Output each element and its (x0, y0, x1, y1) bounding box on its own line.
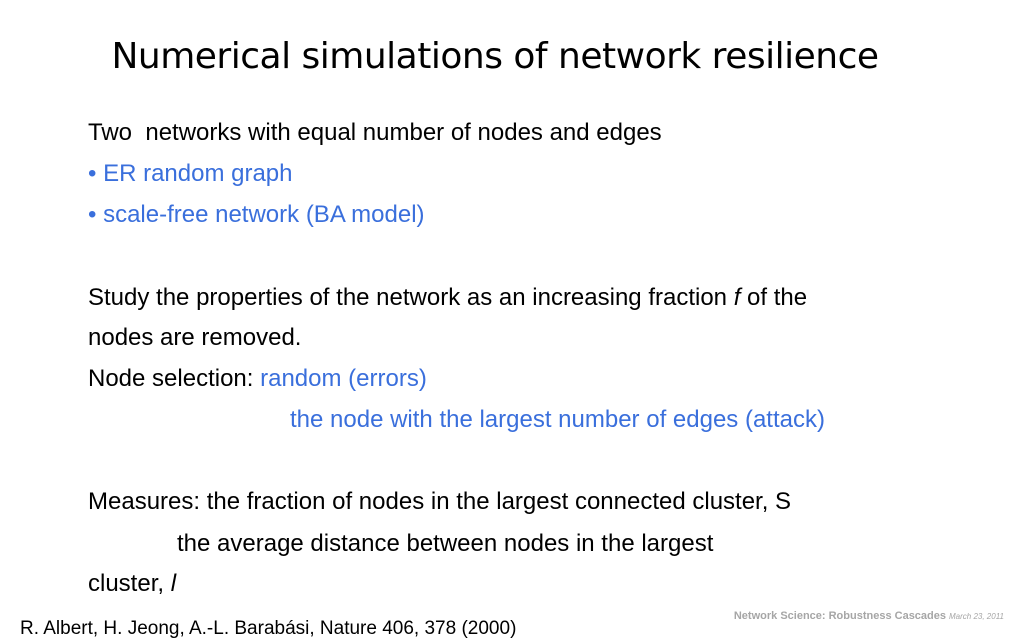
footer-date: March 23, 2011 (949, 612, 1004, 621)
measures-line-3: cluster, l (88, 569, 988, 599)
node-selection-line: Node selection: random (errors) (88, 364, 988, 394)
bullet-scale-free-network: • scale-free network (BA model) (88, 201, 425, 228)
study-text-after: of the (740, 284, 808, 311)
measures-cluster-text: cluster, (88, 570, 171, 597)
node-selection-label: Node selection: (88, 365, 261, 392)
node-selection-attack: the node with the largest number of edge… (290, 406, 825, 433)
measures-line-1: Measures: the fraction of nodes in the l… (88, 488, 792, 515)
distance-variable: l (170, 570, 177, 597)
study-line-2: nodes are removed. (88, 324, 302, 351)
bullet-er-random-graph: • ER random graph (88, 160, 293, 187)
node-selection-random: random (errors) (260, 365, 427, 392)
footer-course-title: Network Science: Robustness Cascades (733, 610, 946, 622)
intro-line: Two networks with equal number of nodes … (88, 119, 662, 146)
slide-title: Numerical simulations of network resilie… (111, 36, 879, 77)
measures-line-2: the average distance between nodes in th… (177, 530, 714, 557)
study-line-1: Study the properties of the network as a… (88, 283, 988, 313)
study-text-before: Study the properties of the network as a… (88, 284, 734, 311)
citation-reference: R. Albert, H. Jeong, A.-L. Barabási, Nat… (20, 618, 517, 639)
fraction-variable: f (733, 284, 741, 311)
